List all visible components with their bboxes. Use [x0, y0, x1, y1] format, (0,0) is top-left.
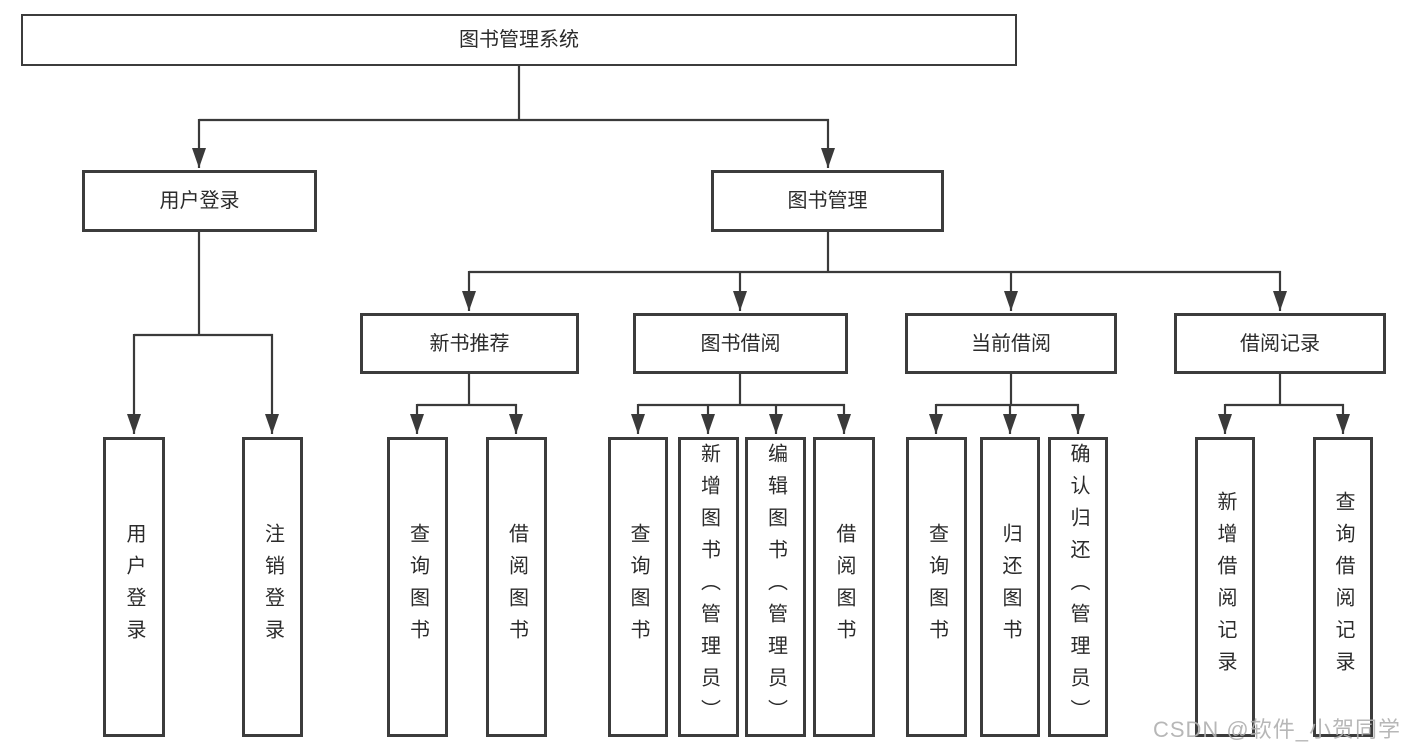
node-label: 图书管理	[787, 190, 868, 212]
node-borrowing-records: 借阅记录	[1174, 313, 1386, 374]
leaf-query-books-borrowing: 查询图书	[608, 437, 668, 737]
watermark-text: CSDN @软件_小贺同学	[1152, 717, 1401, 742]
leaf-add-borrow-record: 新增借阅记录	[1195, 437, 1255, 737]
leaf-user-login: 用户登录	[103, 437, 165, 737]
leaf-query-books-recommend: 查询图书	[387, 437, 448, 737]
node-root: 图书管理系统	[21, 14, 1017, 66]
leaf-query-books-current: 查询图书	[906, 437, 967, 737]
node-new-book-recommend: 新书推荐	[360, 313, 579, 374]
node-label: 查询图书	[627, 523, 649, 651]
node-label: 用户登录	[123, 523, 145, 651]
leaf-borrow-books-recommend: 借阅图书	[486, 437, 547, 737]
node-current-borrowing: 当前借阅	[905, 313, 1117, 374]
node-label: 查询借阅记录	[1332, 491, 1354, 683]
node-book-borrowing: 图书借阅	[633, 313, 848, 374]
leaf-borrow-books-borrowing: 借阅图书	[813, 437, 875, 737]
node-label: 当前借阅	[971, 332, 1051, 355]
node-label: 图书借阅	[700, 332, 781, 355]
node-label: 注销登录	[261, 523, 284, 651]
node-label: 借阅记录	[1240, 332, 1320, 355]
node-label: 图书管理系统	[459, 29, 579, 51]
node-label: 新增借阅记录	[1214, 491, 1236, 683]
node-label: 确认归还（管理员）	[1067, 443, 1089, 731]
leaf-return-books: 归还图书	[980, 437, 1040, 737]
leaf-edit-books-admin: 编辑图书（管理员）	[745, 437, 806, 737]
node-label: 查询图书	[406, 523, 429, 651]
node-label: 借阅图书	[505, 523, 528, 651]
node-book-management: 图书管理	[711, 170, 944, 232]
leaf-logout: 注销登录	[242, 437, 303, 737]
node-label: 用户登录	[159, 190, 240, 212]
node-label: 归还图书	[999, 523, 1021, 651]
node-user-login: 用户登录	[82, 170, 317, 232]
node-label: 新增图书（管理员）	[697, 443, 720, 731]
node-label: 借阅图书	[833, 523, 855, 651]
leaf-query-borrow-record: 查询借阅记录	[1313, 437, 1373, 737]
node-label: 编辑图书（管理员）	[764, 443, 787, 731]
connector-skeleton	[134, 65, 1344, 407]
leaf-confirm-return-admin: 确认归还（管理员）	[1048, 437, 1108, 737]
leaf-add-books-admin: 新增图书（管理员）	[678, 437, 739, 737]
node-label: 查询图书	[925, 523, 948, 651]
node-label: 新书推荐	[429, 332, 510, 355]
